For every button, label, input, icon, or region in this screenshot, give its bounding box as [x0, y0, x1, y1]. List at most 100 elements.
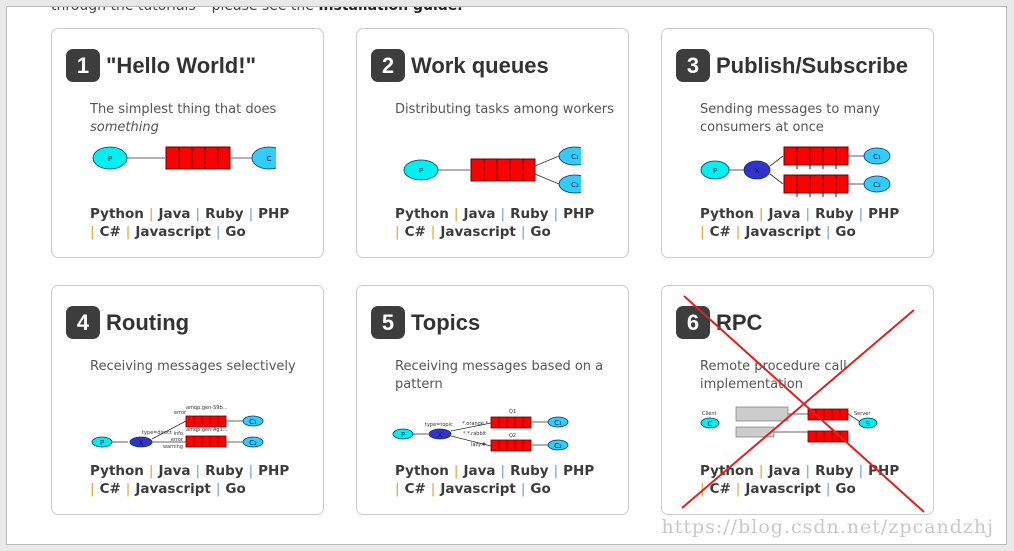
tutorial-description: The simplest thing that does something	[90, 102, 277, 135]
link-java[interactable]: Java	[158, 206, 191, 222]
link-java[interactable]: Java	[463, 206, 496, 222]
separator: |	[148, 206, 154, 222]
link-go[interactable]: Go	[225, 481, 246, 497]
separator: |	[248, 206, 254, 222]
link-php[interactable]: PHP	[563, 463, 595, 479]
svg-text:amqp.gen-S9b...: amqp.gen-S9b...	[186, 405, 228, 411]
svg-text:C: C	[267, 155, 272, 163]
link-python[interactable]: Python	[395, 206, 449, 222]
link-ruby[interactable]: Ruby	[510, 206, 549, 222]
svg-text:Server: Server	[854, 411, 871, 417]
language-links: Python|Java|Ruby|PHP|C#|Javascript|Go	[395, 462, 620, 498]
separator: |	[125, 224, 131, 240]
installation-guide-link[interactable]: Installation guide.	[318, 6, 463, 14]
separator: |	[520, 481, 526, 497]
link-javascript[interactable]: Javascript	[745, 224, 821, 240]
svg-text:warning: warning	[163, 444, 183, 450]
separator: |	[500, 206, 506, 222]
page-frame: through the tutorials – please see the I…	[6, 6, 1007, 545]
separator: |	[735, 224, 741, 240]
link-php[interactable]: PHP	[258, 206, 290, 222]
link-python[interactable]: Python	[90, 463, 144, 479]
link-javascript[interactable]: Javascript	[135, 481, 211, 497]
svg-text:C: C	[708, 420, 713, 428]
link-ruby[interactable]: Ruby	[205, 463, 244, 479]
link-go[interactable]: Go	[530, 224, 551, 240]
link-csharp[interactable]: C#	[709, 224, 731, 240]
link-python[interactable]: Python	[700, 206, 754, 222]
link-java[interactable]: Java	[463, 463, 496, 479]
separator: |	[500, 463, 506, 479]
separator: |	[858, 206, 864, 222]
link-php[interactable]: PHP	[868, 206, 900, 222]
tutorial-number-badge: 2	[371, 49, 405, 82]
tutorial-title[interactable]: Publish/Subscribe	[716, 52, 908, 78]
svg-text:C₂: C₂	[249, 439, 257, 447]
separator: |	[805, 463, 811, 479]
separator: |	[825, 224, 831, 240]
separator: |	[430, 481, 436, 497]
link-go[interactable]: Go	[530, 481, 551, 497]
link-php[interactable]: PHP	[563, 206, 595, 222]
svg-text:type=topic: type=topic	[425, 422, 453, 428]
separator: |	[430, 224, 436, 240]
separator: |	[520, 224, 526, 240]
separator: |	[700, 481, 705, 497]
tutorial-title[interactable]: "Hello World!"	[106, 52, 257, 78]
link-javascript[interactable]: Javascript	[135, 224, 211, 240]
link-csharp[interactable]: C#	[404, 481, 426, 497]
link-go[interactable]: Go	[835, 481, 856, 497]
link-csharp[interactable]: C#	[709, 481, 731, 497]
separator: |	[453, 463, 459, 479]
separator: |	[858, 463, 864, 479]
language-links: Python|Java|Ruby|PHP|C#|Javascript|Go	[700, 205, 925, 241]
separator: |	[195, 206, 201, 222]
link-php[interactable]: PHP	[868, 463, 900, 479]
link-php[interactable]: PHP	[258, 463, 290, 479]
tutorial-title[interactable]: Work queues	[411, 52, 549, 78]
tutorial-description: Distributing tasks among workers	[395, 102, 614, 117]
svg-text:amqp.gen-Ag1...: amqp.gen-Ag1...	[186, 427, 228, 433]
svg-text:Q2: Q2	[509, 433, 516, 439]
tutorial-number-badge: 4	[66, 306, 100, 339]
link-javascript[interactable]: Javascript	[745, 481, 821, 497]
link-csharp[interactable]: C#	[404, 224, 426, 240]
tutorial-title[interactable]: RPC	[716, 309, 763, 335]
link-python[interactable]: Python	[90, 206, 144, 222]
separator: |	[758, 463, 764, 479]
svg-text:X: X	[139, 439, 144, 447]
svg-text:error: error	[171, 437, 184, 443]
svg-text:X: X	[438, 431, 443, 439]
link-python[interactable]: Python	[700, 463, 754, 479]
svg-text:Client: Client	[702, 411, 717, 417]
tutorial-title[interactable]: Routing	[106, 309, 190, 335]
link-javascript[interactable]: Javascript	[440, 481, 516, 497]
separator: |	[90, 224, 95, 240]
separator: |	[553, 463, 559, 479]
tutorial-description: Sending messages to many consumers at on…	[700, 102, 881, 135]
tutorial-number-badge: 1	[66, 49, 100, 82]
link-ruby[interactable]: Ruby	[815, 206, 854, 222]
link-ruby[interactable]: Ruby	[815, 463, 854, 479]
separator: |	[125, 481, 131, 497]
link-javascript[interactable]: Javascript	[440, 224, 516, 240]
separator: |	[90, 481, 95, 497]
link-ruby[interactable]: Ruby	[205, 206, 244, 222]
svg-text:C₁: C₁	[873, 153, 881, 161]
link-ruby[interactable]: Ruby	[510, 463, 549, 479]
link-java[interactable]: Java	[768, 463, 801, 479]
link-go[interactable]: Go	[835, 224, 856, 240]
link-java[interactable]: Java	[158, 463, 191, 479]
link-java[interactable]: Java	[768, 206, 801, 222]
link-csharp[interactable]: C#	[99, 224, 121, 240]
svg-text:C₂: C₂	[873, 181, 881, 189]
separator: |	[395, 481, 400, 497]
link-csharp[interactable]: C#	[99, 481, 121, 497]
link-go[interactable]: Go	[225, 224, 246, 240]
tutorial-title[interactable]: Topics	[411, 309, 481, 335]
link-python[interactable]: Python	[395, 463, 449, 479]
svg-text:C₁: C₁	[571, 153, 579, 161]
